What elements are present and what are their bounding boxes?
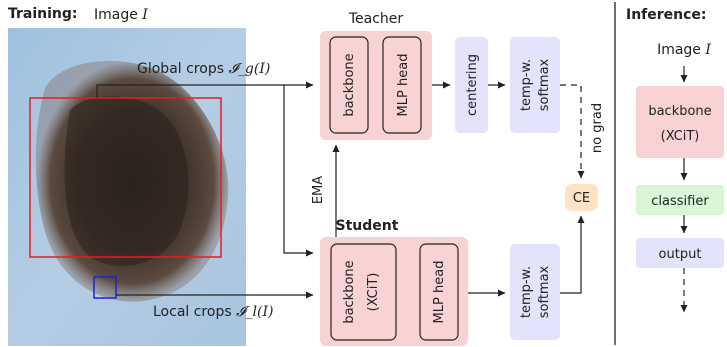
teacher-title: Teacher — [348, 11, 404, 27]
ce-loss-box — [565, 184, 598, 211]
teacher-backbone-box — [329, 36, 369, 134]
output-box — [636, 238, 724, 268]
inference-backbone-box — [636, 86, 724, 158]
student-to-ce-arrow — [560, 215, 585, 294]
teacher-softmax-box — [510, 37, 560, 133]
student-mlp-head-box — [419, 243, 459, 341]
global-crop-box — [29, 97, 222, 258]
student-softmax-label-1: temp-w. — [519, 266, 534, 318]
student-backbone-label-1: backbone — [342, 260, 357, 323]
global-crops-label: Global crops 𝓘_g(I) — [137, 61, 270, 77]
inference-heading: Inference: — [626, 7, 707, 23]
classifier-label: classifier — [651, 194, 709, 209]
student-block — [320, 237, 468, 346]
no-grad-label: no grad — [590, 103, 605, 153]
inference-image-label: Image I — [657, 42, 711, 58]
teacher-mlp-head-label: MLP head — [396, 54, 411, 117]
teacher-softmax-label-2: softmax — [537, 58, 552, 111]
no-grad-dashed-arrow — [560, 84, 585, 179]
student-backbone-label-2: (XCiT) — [366, 273, 381, 312]
ema-label: EMA — [311, 176, 326, 204]
centering-label: centering — [465, 54, 480, 116]
inference-backbone-label-2: (XCiT) — [661, 129, 700, 144]
ce-loss-label: CE — [573, 191, 590, 206]
student-title: Student — [336, 218, 399, 234]
training-heading: Training: — [8, 6, 78, 22]
training-image-label: Image I — [94, 7, 148, 23]
student-mlp-head-label: MLP head — [432, 261, 447, 324]
classifier-box — [636, 185, 724, 215]
local-crops-label: Local crops 𝓘_l(I) — [153, 304, 273, 320]
teacher-softmax-label-1: temp-w. — [519, 59, 534, 111]
output-label: output — [659, 247, 702, 262]
dermoscopy-image — [8, 28, 246, 346]
teacher-mlp-head-box — [382, 36, 422, 134]
inference-backbone-label-1: backbone — [648, 104, 711, 119]
student-softmax-box — [510, 244, 560, 340]
centering-box — [455, 37, 488, 133]
teacher-backbone-label: backbone — [342, 53, 357, 116]
local-crop-box — [93, 276, 117, 299]
student-backbone-box — [330, 243, 397, 341]
student-softmax-label-2: softmax — [537, 265, 552, 318]
teacher-block — [320, 31, 432, 140]
